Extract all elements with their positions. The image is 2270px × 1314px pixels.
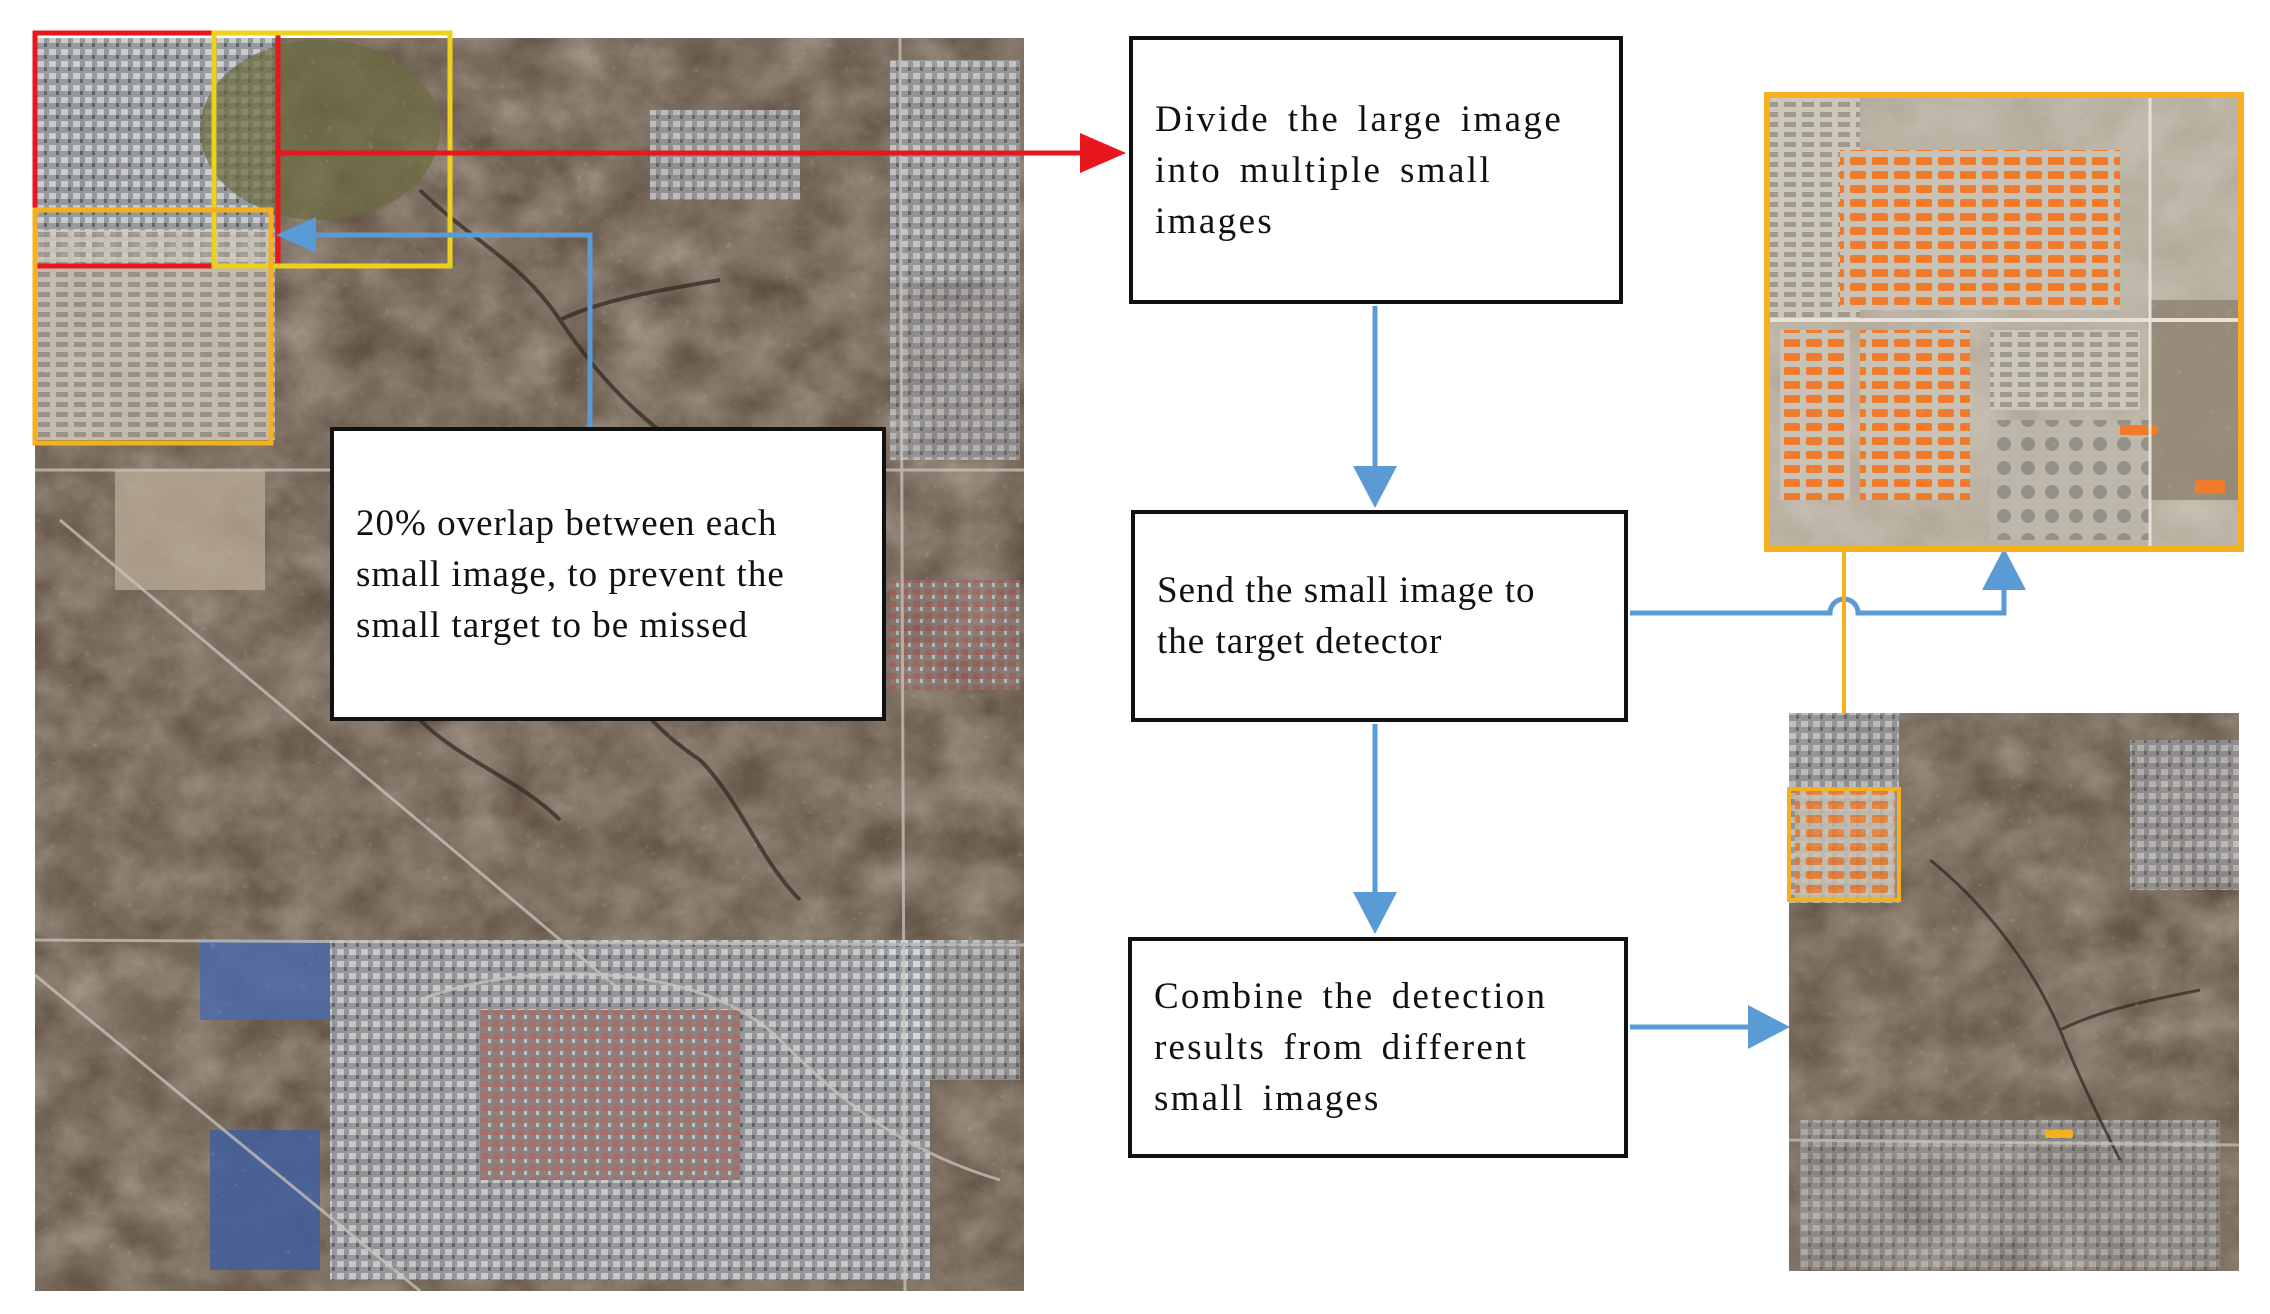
divide-arrow <box>275 133 1126 173</box>
tile-c-outline <box>32 207 274 446</box>
tile-b-outline <box>211 30 453 269</box>
step-combine-box: Combine the detection results from diffe… <box>1128 937 1628 1158</box>
combined-result-image <box>1787 713 2239 1271</box>
tile-a-outline <box>32 30 281 269</box>
step-divide-box: Divide the large image into multiple sma… <box>1129 36 1623 304</box>
step-divide-text: Divide the large image into multiple sma… <box>1155 98 1564 242</box>
step-combine-text: Combine the detection results from diffe… <box>1154 976 1548 1119</box>
placed-detection-outline <box>1787 787 1901 902</box>
flow-arrow-combine-to-result <box>1630 1005 1790 1049</box>
detection-result-tile <box>1764 92 2244 552</box>
overlap-note-box: 20% overlap between each small image, to… <box>330 427 886 721</box>
flow-arrow-send-to-detection <box>1630 548 2026 616</box>
flow-arrow-divide-to-send <box>1353 306 1397 508</box>
flow-arrow-send-to-combine <box>1353 724 1397 934</box>
step-send-box: Send the small image to the target detec… <box>1131 510 1628 722</box>
step-send-text: Send the small image to the target detec… <box>1157 570 1536 662</box>
overlap-pointer-arrow <box>276 217 593 427</box>
overlap-note-text: 20% overlap between each small image, to… <box>356 502 785 646</box>
